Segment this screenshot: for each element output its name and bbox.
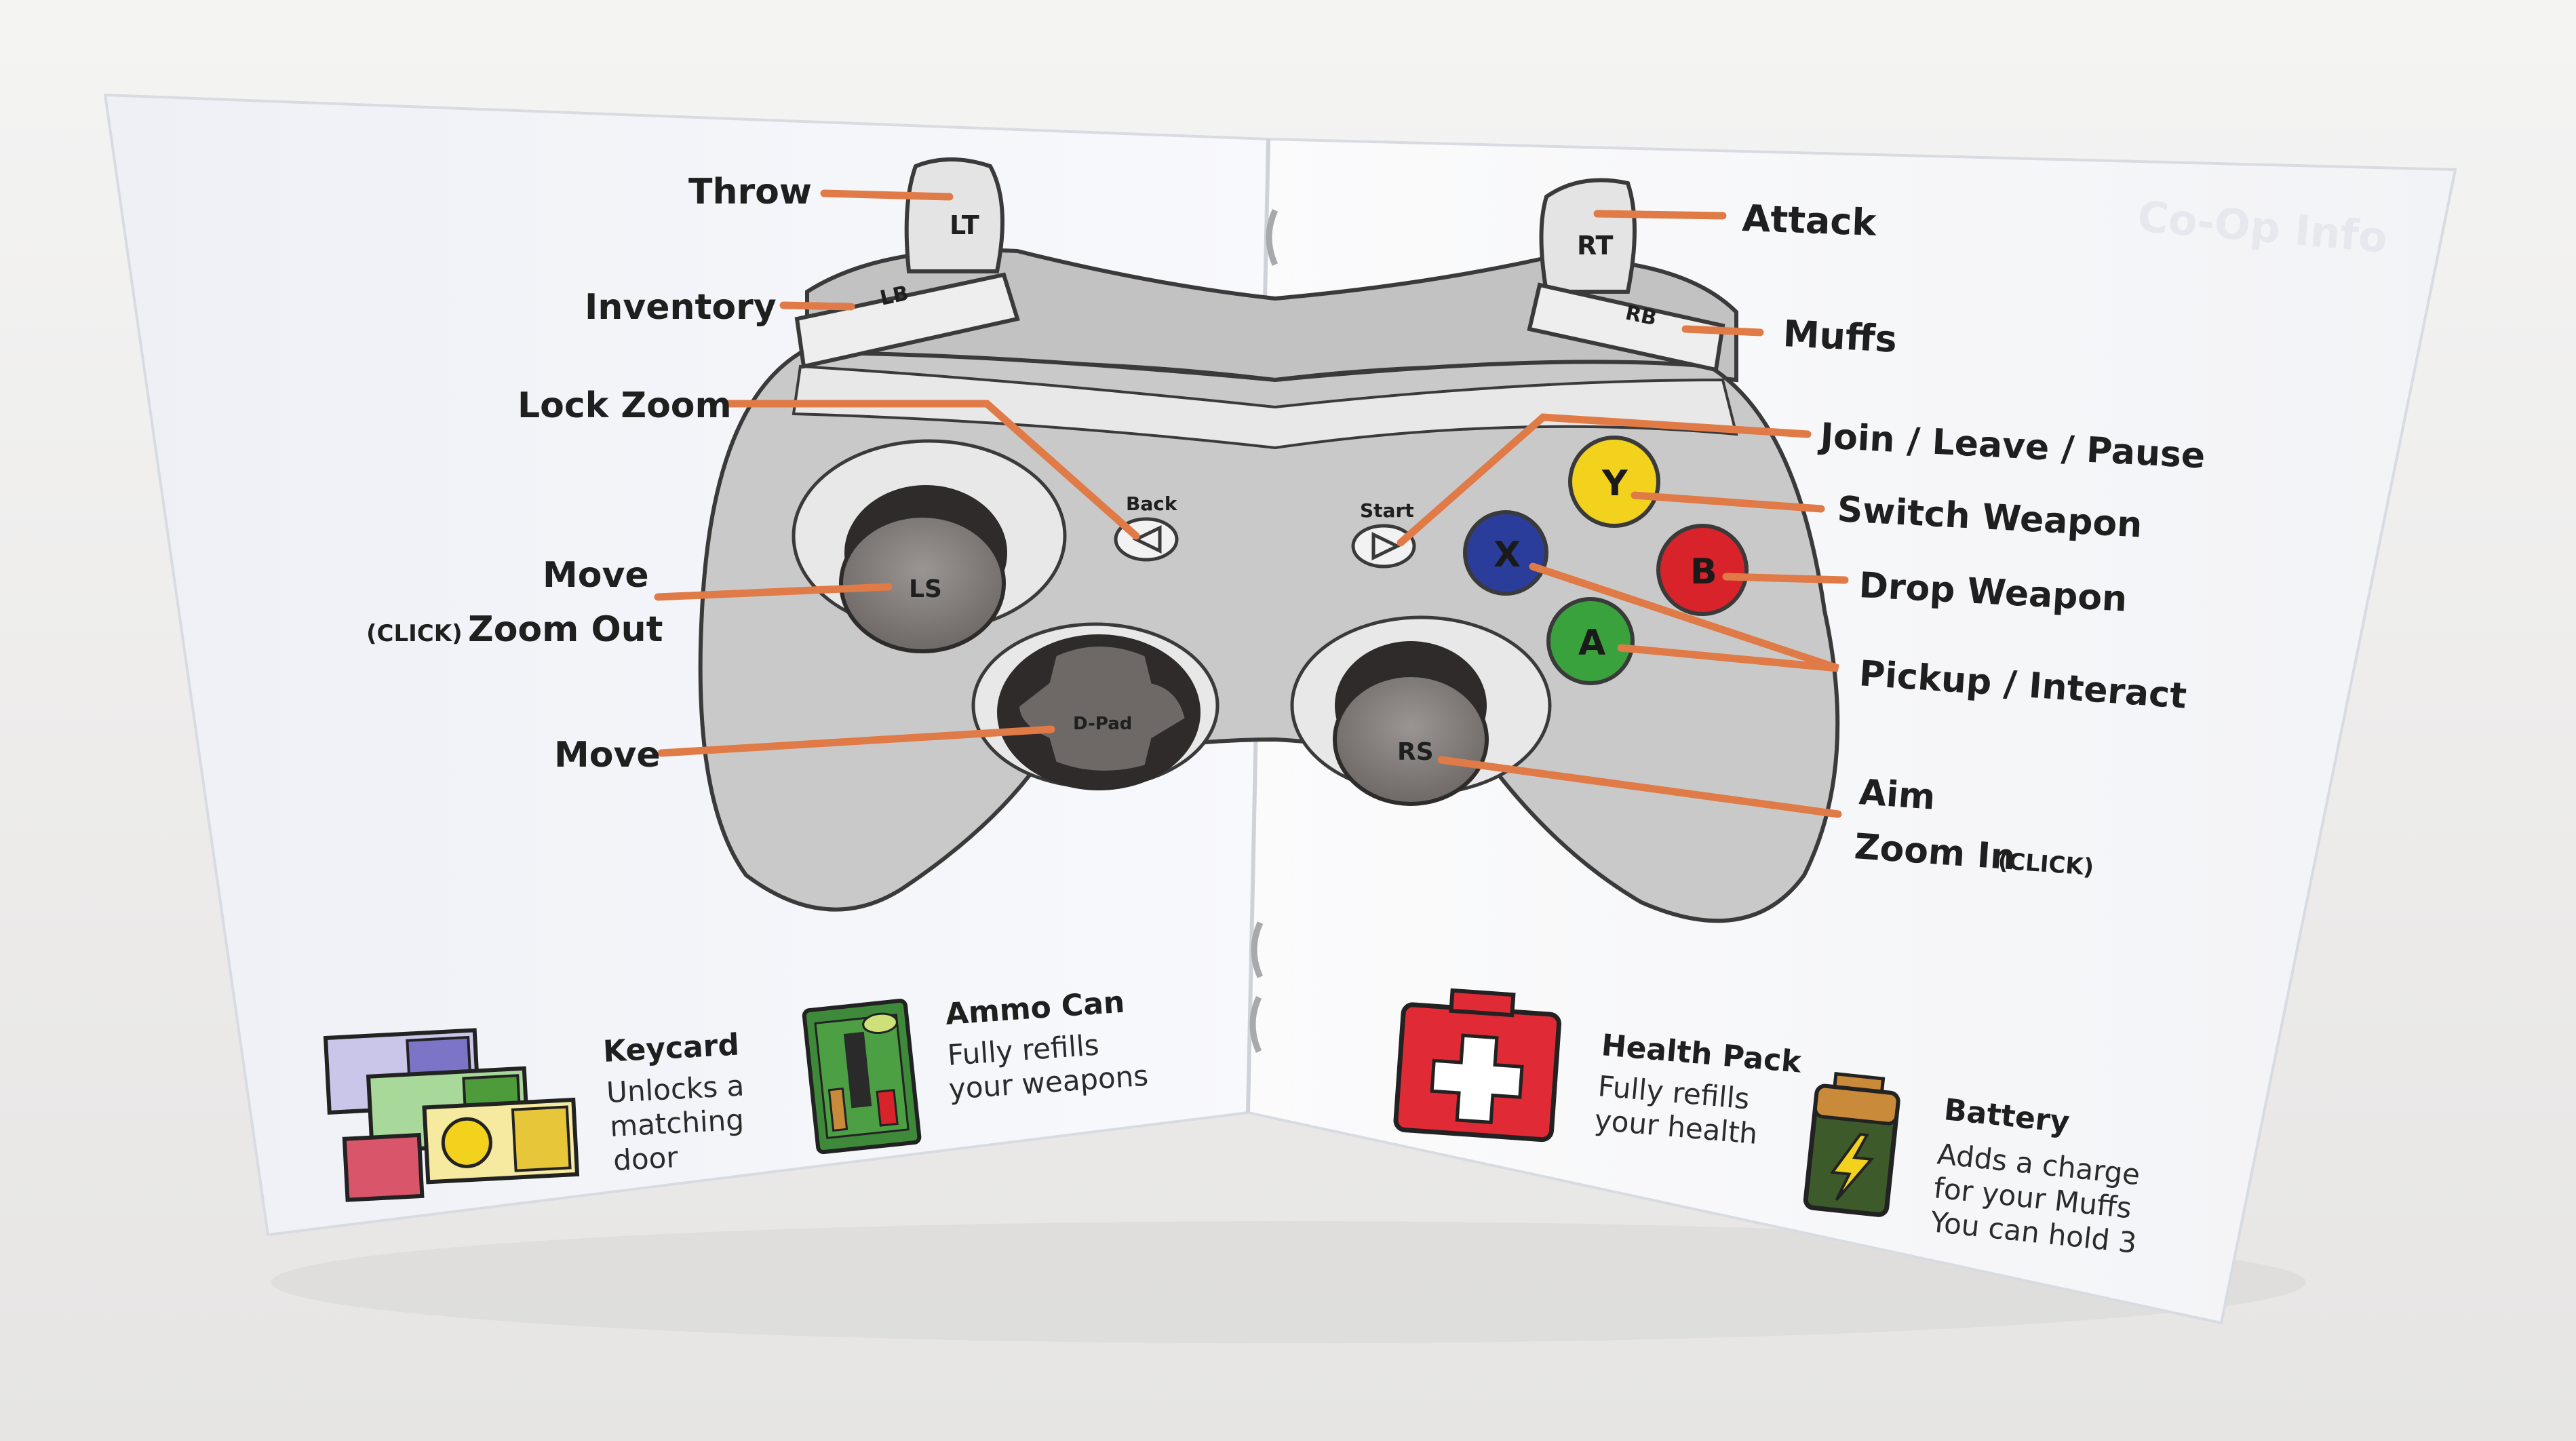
keycard-icon bbox=[323, 1028, 580, 1202]
left-stick: LS bbox=[839, 485, 1007, 653]
label-lock-zoom: Lock Zoom bbox=[518, 385, 732, 426]
rs-cap: RS bbox=[1397, 738, 1434, 766]
lt-cap: LT bbox=[950, 210, 979, 240]
label-move-dpad: Move bbox=[554, 735, 661, 775]
b-cap: B bbox=[1690, 552, 1717, 592]
label-move-ls: Move bbox=[543, 555, 649, 596]
label-ls-click: (CLICK) bbox=[366, 620, 463, 647]
keycard-title: Keycard bbox=[602, 1028, 740, 1069]
ammo-can-icon bbox=[802, 999, 922, 1155]
label-muffs: Muffs bbox=[1782, 312, 1898, 361]
lb-cap: LB bbox=[878, 282, 910, 311]
b-button: B bbox=[1656, 524, 1749, 616]
keycard-line-1: Unlocks a bbox=[606, 1069, 745, 1109]
lb-bumper: LB bbox=[794, 272, 1020, 369]
keycard-line-2: matching bbox=[609, 1103, 745, 1143]
lt-trigger: LT bbox=[904, 157, 1004, 273]
dpad: D-Pad bbox=[997, 634, 1201, 790]
start-button: Start bbox=[1351, 499, 1416, 569]
rb-bumper: RB bbox=[1527, 282, 1725, 372]
y-cap: Y bbox=[1601, 463, 1628, 504]
label-aim: Aim bbox=[1858, 772, 1936, 818]
rt-cap: RT bbox=[1577, 231, 1614, 261]
keycard-line-3: door bbox=[612, 1140, 679, 1177]
label-throw: Throw bbox=[688, 172, 812, 212]
ls-cap: LS bbox=[909, 575, 942, 603]
leader-lines bbox=[654, 189, 1849, 818]
battery-icon bbox=[1803, 1071, 1900, 1217]
health-pack-icon bbox=[1393, 988, 1561, 1142]
y-button: Y bbox=[1568, 436, 1660, 528]
a-button: A bbox=[1546, 597, 1635, 685]
label-rs-click: (CLICK) bbox=[1997, 847, 2094, 881]
right-stick: RS bbox=[1333, 641, 1489, 806]
controller-diagram: LT LB RT RB LS Back bbox=[698, 157, 1840, 923]
dpad-cap: D-Pad bbox=[1073, 714, 1132, 734]
back-cap: Back bbox=[1126, 493, 1178, 515]
staple-bottom bbox=[1249, 921, 1264, 1053]
x-cap: X bbox=[1494, 535, 1521, 575]
x-button: X bbox=[1463, 510, 1548, 596]
label-attack: Attack bbox=[1742, 197, 1878, 244]
a-cap: A bbox=[1578, 623, 1605, 664]
rt-trigger: RT bbox=[1539, 178, 1637, 294]
label-inventory: Inventory bbox=[585, 287, 777, 328]
start-cap: Start bbox=[1360, 499, 1414, 522]
items-legend: Keycard Unlocks a matching door Ammo Can… bbox=[323, 985, 2142, 1260]
label-zoom-out: Zoom Out bbox=[468, 609, 663, 650]
